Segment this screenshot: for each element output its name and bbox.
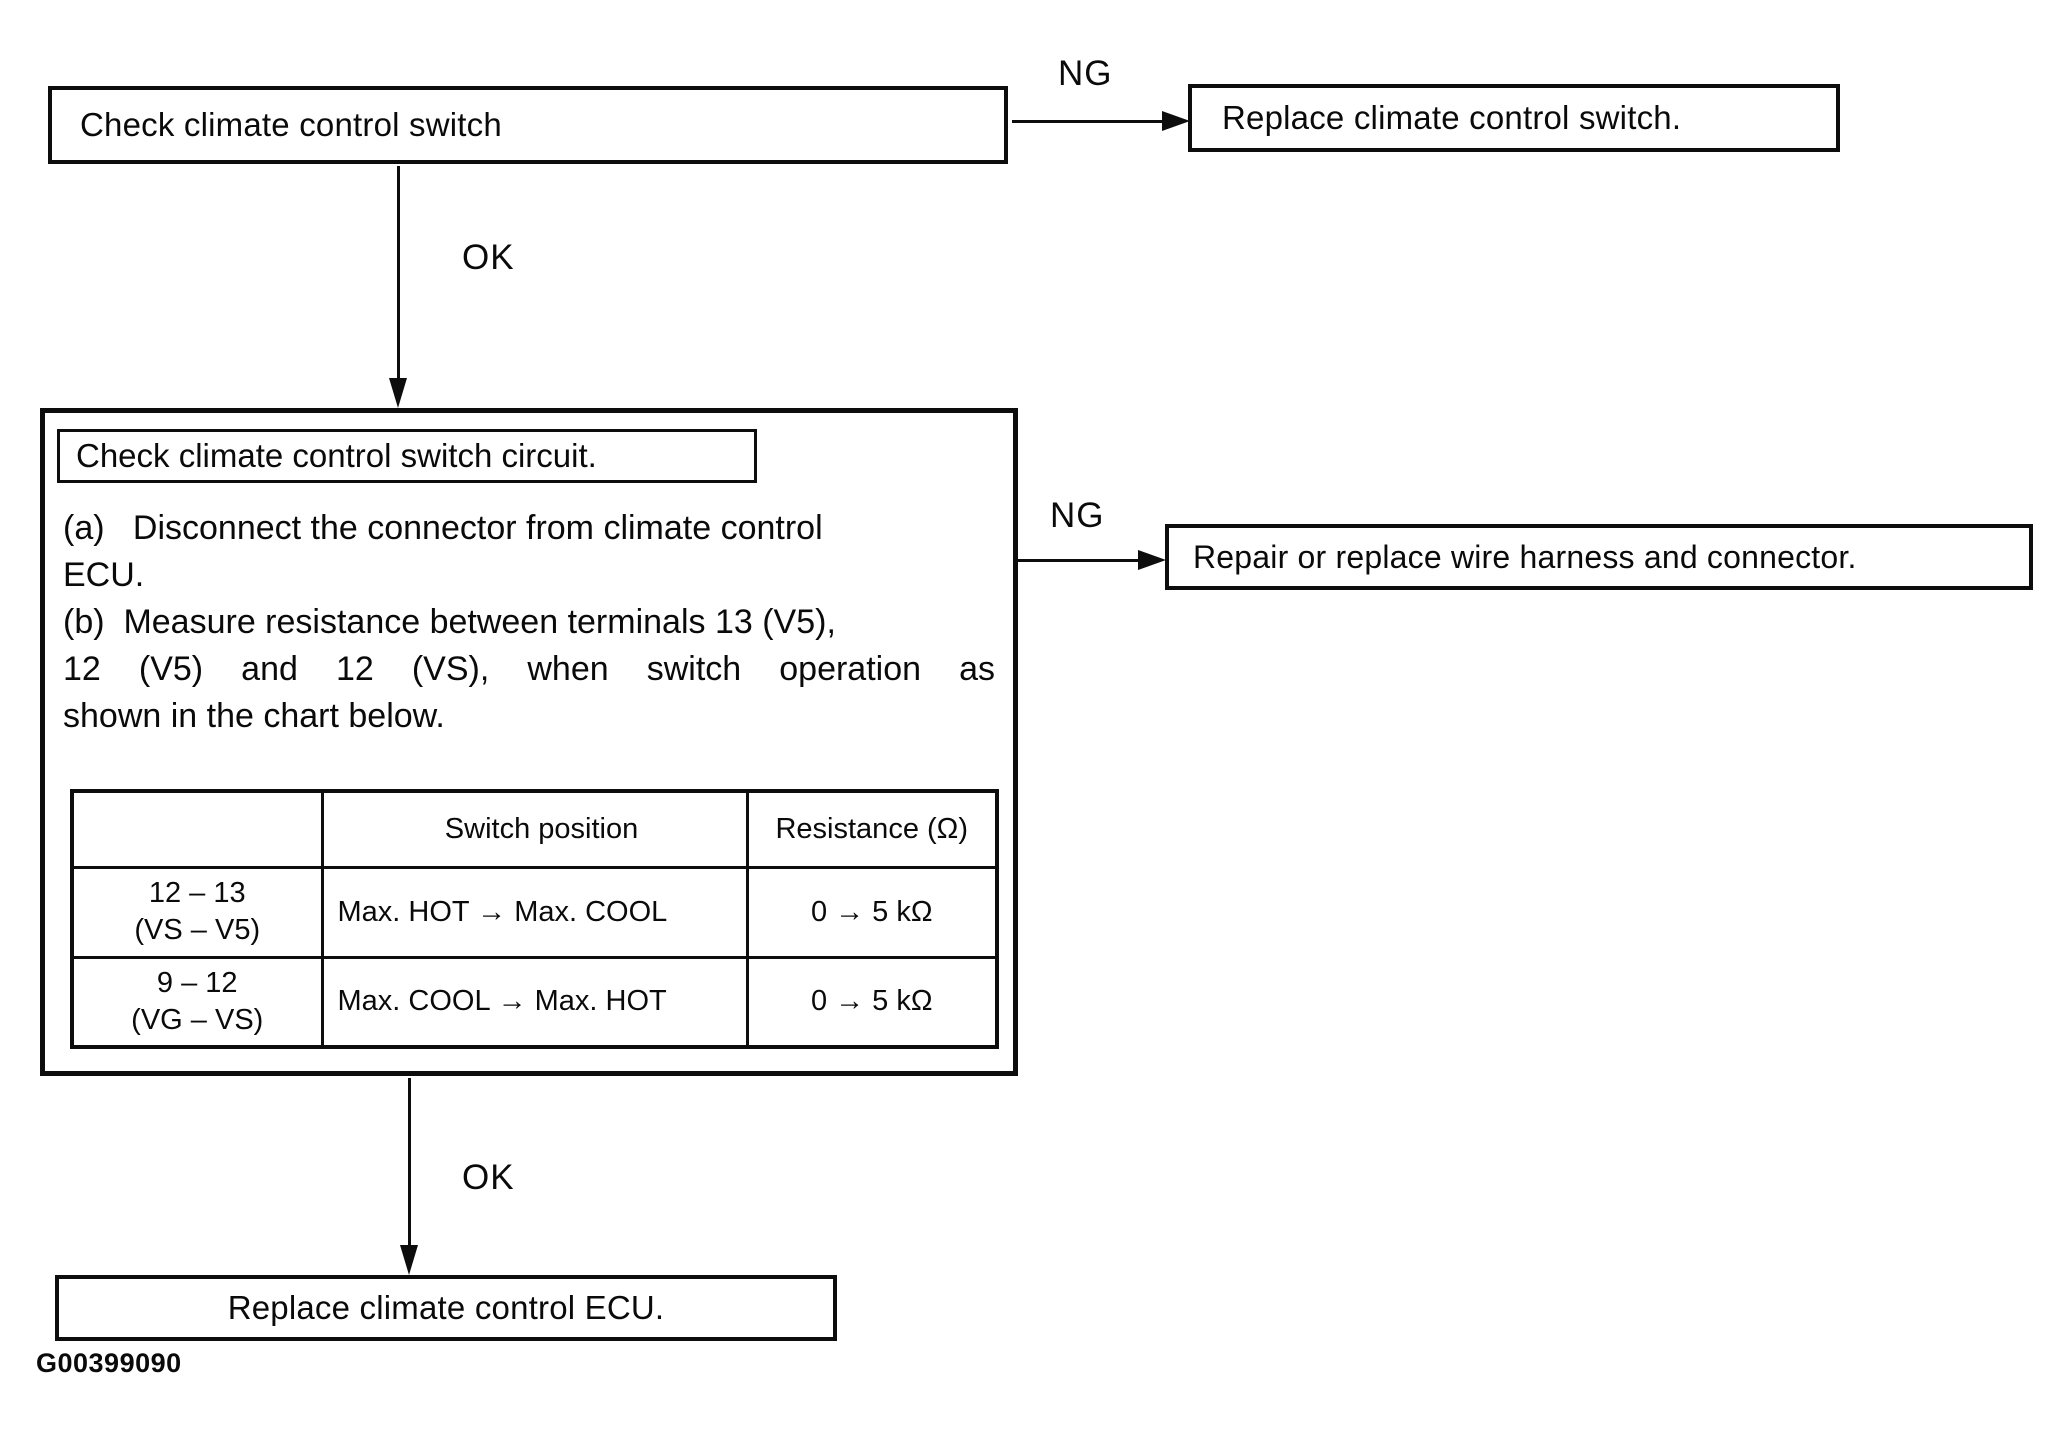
ng-label-mid: NG	[1050, 496, 1105, 535]
terminals-numbers: 9 – 12	[156, 966, 238, 999]
figure-id: G00399090	[36, 1348, 182, 1378]
arrow-shaft	[1012, 120, 1164, 123]
check-switch-box: Check climate control switch	[48, 86, 1008, 164]
repair-harness-label: Repair or replace wire harness and conne…	[1193, 538, 1857, 575]
table-row: 12 – 13 (VS – V5) Max. HOT → Max. COOL 0…	[70, 865, 999, 959]
table-row: 9 – 12 (VG – VS) Max. COOL → Max. HOT 0 …	[70, 955, 999, 1049]
switch-position-cell: Max. HOT → Max. COOL	[320, 865, 749, 959]
terminals-cell: 12 – 13 (VS – V5)	[70, 865, 324, 959]
ok-arrow-top-icon	[388, 166, 408, 408]
arrow-shaft	[408, 1078, 411, 1247]
check-switch-label: Check climate control switch	[80, 106, 502, 143]
repair-harness-box: Repair or replace wire harness and conne…	[1165, 524, 2033, 590]
check-circuit-title-label: Check climate control switch circuit.	[76, 437, 597, 474]
arrow-head-icon	[1162, 111, 1190, 131]
check-circuit-box: Check climate control switch circuit. (a…	[40, 408, 1018, 1076]
arrow-head-icon	[400, 1245, 418, 1275]
procedure-line: ECU.	[63, 556, 145, 594]
procedure-line: (b) Measure resistance between terminals…	[63, 603, 836, 641]
arrow-shaft	[397, 166, 400, 380]
ok-arrow-bottom-icon	[399, 1078, 419, 1275]
ok-label-bottom: OK	[462, 1158, 515, 1197]
replace-ecu-label: Replace climate control ECU.	[227, 1289, 665, 1326]
resistance-cell: 0 → 5 kΩ	[745, 955, 999, 1049]
replace-switch-label: Replace climate control switch.	[1222, 99, 1682, 136]
replace-ecu-box: Replace climate control ECU.	[55, 1275, 837, 1341]
terminals-cell: 9 – 12 (VG – VS)	[70, 955, 324, 1049]
switch-position-cell: Max. COOL → Max. HOT	[320, 955, 749, 1049]
table-header-switch-position: Switch position	[320, 789, 749, 869]
terminals-names: (VS – V5)	[134, 914, 261, 946]
arrow-shaft	[1018, 559, 1140, 562]
ng-arrow-top-icon	[1012, 110, 1190, 132]
procedure-line: (a) Disconnect the connector from climat…	[63, 509, 823, 547]
procedure-text: (a) Disconnect the connector from climat…	[63, 505, 995, 740]
ng-label-top: NG	[1058, 54, 1113, 93]
terminals-numbers: 12 – 13	[148, 877, 246, 909]
replace-switch-box: Replace climate control switch.	[1188, 84, 1840, 152]
resistance-cell: 0 → 5 kΩ	[745, 865, 999, 959]
table-header-row: Switch position Resistance (Ω)	[70, 789, 999, 869]
terminals-names: (VG – VS)	[131, 1003, 264, 1036]
check-circuit-title-box: Check climate control switch circuit.	[57, 429, 757, 483]
table-header-terminals	[70, 789, 324, 869]
arrow-head-icon	[389, 378, 407, 408]
table-header-resistance: Resistance (Ω)	[745, 789, 999, 869]
ok-label-top: OK	[462, 238, 515, 277]
procedure-line: 12 (V5) and 12 (VS), when switch operati…	[63, 650, 995, 688]
arrow-head-icon	[1138, 550, 1166, 570]
ng-arrow-mid-icon	[1018, 549, 1166, 571]
resistance-table: Switch position Resistance (Ω) 12 – 13 (…	[70, 789, 999, 1049]
procedure-line: shown in the chart below.	[63, 697, 445, 735]
